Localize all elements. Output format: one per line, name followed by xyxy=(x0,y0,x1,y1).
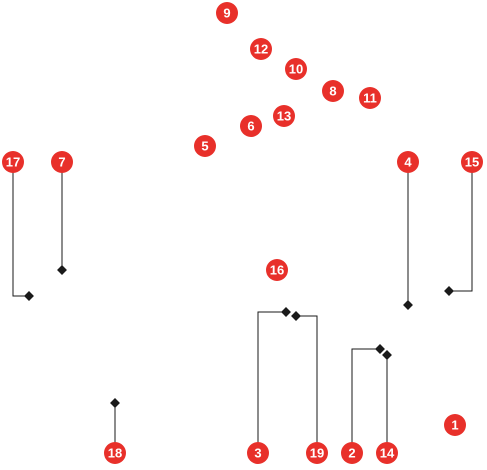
callout-badge-8[interactable]: 8 xyxy=(322,80,344,102)
callout-number-9: 9 xyxy=(223,6,230,21)
callout-number-8: 8 xyxy=(329,84,336,99)
callout-number-17: 17 xyxy=(6,155,20,170)
callout-number-13: 13 xyxy=(277,109,291,124)
callout-badge-1[interactable]: 1 xyxy=(444,414,466,436)
leader-line-19 xyxy=(296,315,318,453)
callout-badge-17[interactable]: 17 xyxy=(2,151,24,173)
callout-number-1: 1 xyxy=(451,418,458,433)
callout-number-2: 2 xyxy=(348,446,355,461)
callout-badge-9[interactable]: 9 xyxy=(216,2,238,24)
callout-number-6: 6 xyxy=(247,119,254,134)
callout-badge-13[interactable]: 13 xyxy=(273,105,295,127)
callout-badge-11[interactable]: 11 xyxy=(359,87,381,109)
callout-number-3: 3 xyxy=(254,446,261,461)
anchor-markers xyxy=(24,265,454,408)
anchor-marker-18 xyxy=(110,398,120,408)
callout-badge-19[interactable]: 19 xyxy=(306,442,328,464)
leader-line-3 xyxy=(257,311,286,453)
callout-number-5: 5 xyxy=(201,139,208,154)
leader-line-15 xyxy=(449,162,473,292)
callout-badge-10[interactable]: 10 xyxy=(285,58,307,80)
callout-badge-4[interactable]: 4 xyxy=(397,151,419,173)
callout-badge-16[interactable]: 16 xyxy=(266,259,288,281)
anchor-marker-4 xyxy=(403,300,413,310)
anchor-marker-3 xyxy=(281,307,291,317)
callout-number-10: 10 xyxy=(289,62,303,77)
anchor-marker-2 xyxy=(375,344,385,354)
callout-badge-15[interactable]: 15 xyxy=(461,151,483,173)
callout-badges: 9 12 10 8 11 13 6 5 xyxy=(2,2,483,464)
callout-badge-3[interactable]: 3 xyxy=(247,442,269,464)
anchor-marker-19 xyxy=(291,311,301,321)
leader-line-2 xyxy=(351,348,380,453)
anchor-marker-7 xyxy=(57,265,67,275)
callout-number-11: 11 xyxy=(363,91,377,106)
leader-line-17 xyxy=(12,162,29,297)
leader-lines xyxy=(12,162,473,453)
callout-number-15: 15 xyxy=(465,155,479,170)
callout-number-4: 4 xyxy=(404,155,412,170)
anchor-marker-15 xyxy=(444,286,454,296)
callout-number-12: 12 xyxy=(254,42,268,57)
anchor-marker-14 xyxy=(382,350,392,360)
callout-badge-12[interactable]: 12 xyxy=(250,38,272,60)
callout-badge-14[interactable]: 14 xyxy=(376,442,398,464)
anchor-marker-17 xyxy=(24,291,34,301)
callout-number-14: 14 xyxy=(380,446,395,461)
callout-number-16: 16 xyxy=(270,263,284,278)
callout-badge-6[interactable]: 6 xyxy=(240,115,262,137)
callout-number-18: 18 xyxy=(108,446,122,461)
callout-number-7: 7 xyxy=(58,155,65,170)
callout-badge-5[interactable]: 5 xyxy=(194,135,216,157)
callout-number-19: 19 xyxy=(310,446,324,461)
callout-badge-2[interactable]: 2 xyxy=(341,442,363,464)
callout-badge-7[interactable]: 7 xyxy=(51,151,73,173)
callout-badge-18[interactable]: 18 xyxy=(104,442,126,464)
